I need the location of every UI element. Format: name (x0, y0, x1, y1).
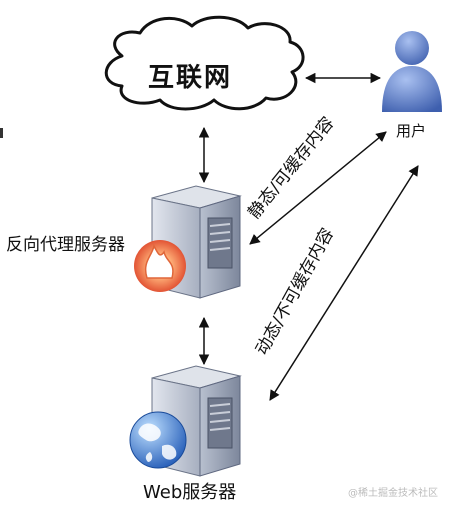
web-server-label: Web服务器 (143, 482, 237, 503)
internet-cloud (104, 15, 305, 111)
user-icon (382, 31, 442, 112)
globe-icon (129, 411, 187, 469)
user-label: 用户 (396, 122, 427, 140)
watermark: @稀土掘金技术社区 (348, 488, 438, 499)
internet-label: 互联网 (148, 63, 233, 93)
reverse-proxy-label: 反向代理服务器 (6, 235, 125, 255)
web-user-arrow (269, 165, 419, 401)
edge-mark (0, 128, 3, 138)
reverse-proxy-server-icon (151, 185, 242, 299)
firewall-flame-icon (134, 240, 186, 292)
